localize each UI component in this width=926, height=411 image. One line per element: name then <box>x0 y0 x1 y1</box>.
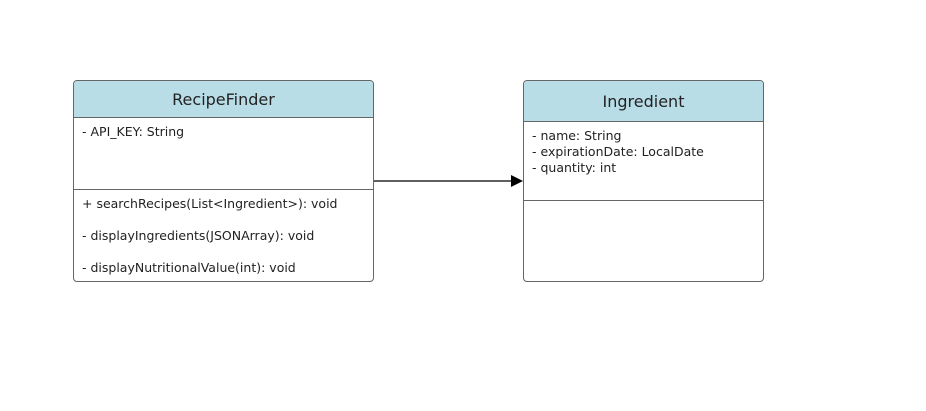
attribute: - quantity: int <box>532 160 617 175</box>
attribute: - name: String <box>532 128 622 143</box>
class-ingredient[interactable]: Ingredient - name: String - expirationDa… <box>523 80 764 282</box>
class-name: Ingredient <box>524 81 763 122</box>
attributes-section: - API_KEY: String <box>74 118 373 190</box>
attribute: - expirationDate: LocalDate <box>532 144 704 159</box>
method: - displayNutritionalValue(int): void <box>82 260 296 275</box>
attribute: - API_KEY: String <box>82 124 185 139</box>
arrowhead-icon <box>511 175 523 187</box>
methods-section <box>524 201 763 207</box>
attributes-section: - name: String - expirationDate: LocalDa… <box>524 122 763 201</box>
class-name: RecipeFinder <box>74 81 373 118</box>
method: - displayIngredients(JSONArray): void <box>82 228 315 243</box>
methods-section: + searchRecipes(List<Ingredient>): void … <box>74 190 373 276</box>
class-recipefinder[interactable]: RecipeFinder - API_KEY: String + searchR… <box>73 80 374 282</box>
method: + searchRecipes(List<Ingredient>): void <box>82 196 338 211</box>
